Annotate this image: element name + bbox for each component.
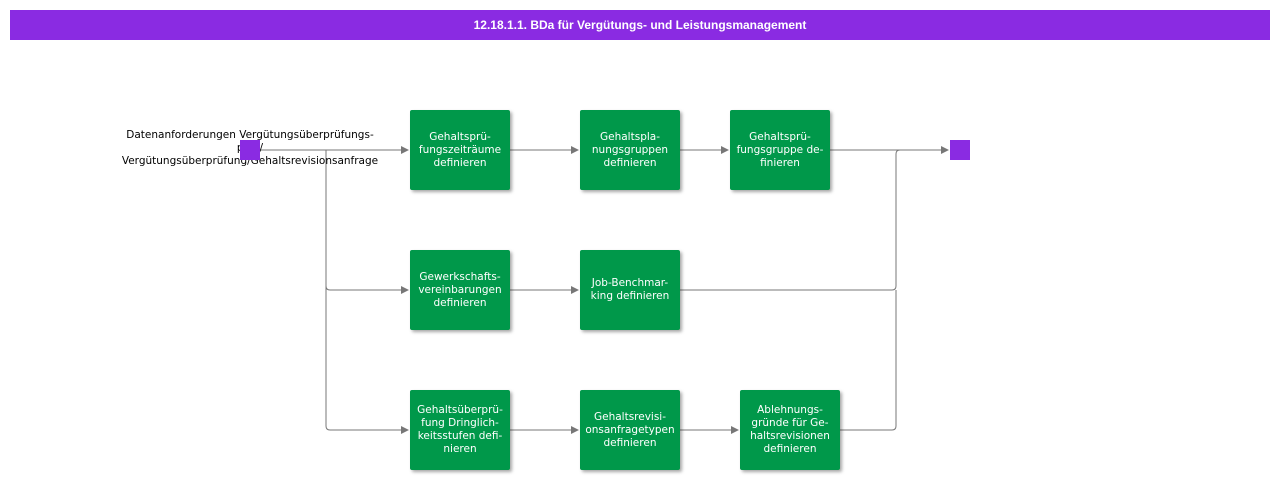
- step-gehaltsplanungsgruppen[interactable]: Gehaltspla- nungsgruppen definieren: [580, 110, 680, 190]
- step-job-benchmarking[interactable]: Job-Benchmar- king definieren: [580, 250, 680, 330]
- end-event-marker[interactable]: [950, 140, 970, 160]
- edge-start-r2c1: [325, 285, 409, 294]
- step-ablehnungsgruende[interactable]: Ablehnungs- gründe für Ge- haltsrevision…: [740, 390, 840, 470]
- start-event-marker[interactable]: [240, 140, 260, 160]
- edge-start-branch: [325, 150, 409, 434]
- step-gehaltspruefungszeitraeume[interactable]: Gehaltsprü- fungszeiträume definieren: [410, 110, 510, 190]
- step-gewerkschaftsvereinbarungen[interactable]: Gewerkschafts- vereinbarungen definieren: [410, 250, 510, 330]
- edge-r2c2-merge: [680, 149, 901, 291]
- diagram-title: 12.18.1.1. BDa für Vergütungs- und Leist…: [10, 10, 1270, 40]
- start-event-label: Datenanforderungen Vergütungsüberprüfung…: [121, 129, 379, 167]
- edge-r3c3-merge: [840, 290, 897, 431]
- step-dringlichkeitsstufen[interactable]: Gehaltsüberprü- fung Dringlich- keitsstu…: [410, 390, 510, 470]
- step-gehaltsrevisionsanfragetypen[interactable]: Gehaltsrevisi- onsanfragetypen definiere…: [580, 390, 680, 470]
- step-gehaltspruefungsgruppe[interactable]: Gehaltsprü- fungsgruppe de- finieren: [730, 110, 830, 190]
